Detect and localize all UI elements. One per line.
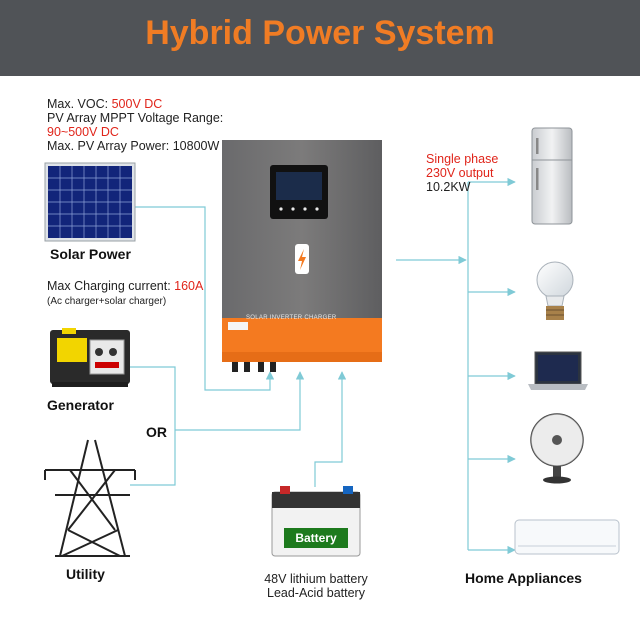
pv-voc-label: Max. VOC: bbox=[47, 97, 112, 111]
generator-icon bbox=[50, 328, 130, 387]
pv-voc-value: 500V DC bbox=[111, 97, 163, 111]
charging-current-text: Max Charging current: 160A bbox=[47, 279, 203, 293]
laptop-icon bbox=[528, 351, 588, 390]
or-label: OR bbox=[146, 424, 167, 440]
pv-mppt-label: PV Array MPPT Voltage Range: bbox=[47, 111, 224, 125]
home-appliances-label: Home Appliances bbox=[465, 570, 582, 586]
light-bulb-icon bbox=[536, 261, 574, 320]
charging-current-label: Max Charging current: bbox=[47, 279, 175, 293]
generator-label: Generator bbox=[47, 397, 114, 413]
charging-current-value: 160A bbox=[174, 279, 204, 293]
battery-icon bbox=[271, 486, 361, 557]
utility-label: Utility bbox=[66, 566, 105, 582]
output-power-text: 10.2KW bbox=[426, 180, 471, 194]
output-voltage-text: 230V output bbox=[426, 166, 494, 180]
battery-label: Battery bbox=[295, 531, 337, 545]
battery-caption-lead-acid: Lead-Acid battery bbox=[267, 586, 365, 600]
inverter-unit bbox=[222, 140, 382, 372]
inverter-panel-text: SOLAR INVERTER CHARGER bbox=[246, 315, 337, 321]
page-title: Hybrid Power System bbox=[145, 14, 495, 52]
air-conditioner-icon bbox=[514, 519, 620, 555]
solar-power-label: Solar Power bbox=[50, 246, 131, 262]
solar-panel-icon bbox=[44, 162, 136, 242]
utility-tower-icon bbox=[44, 439, 136, 557]
charging-note: (Ac charger+solar charger) bbox=[47, 296, 167, 307]
pv-voc-text: Max. VOC: 500V DC bbox=[47, 97, 162, 111]
pv-mppt-value: 90~500V DC bbox=[47, 125, 119, 139]
output-phase-text: Single phase bbox=[426, 152, 499, 166]
connection-lines bbox=[130, 177, 516, 555]
header-bar: Hybrid Power System bbox=[0, 0, 640, 76]
refrigerator-icon bbox=[531, 127, 573, 225]
fan-icon bbox=[530, 413, 584, 484]
pv-power-text: Max. PV Array Power: 10800W bbox=[47, 139, 220, 153]
battery-caption-lithium: 48V lithium battery bbox=[264, 572, 368, 586]
